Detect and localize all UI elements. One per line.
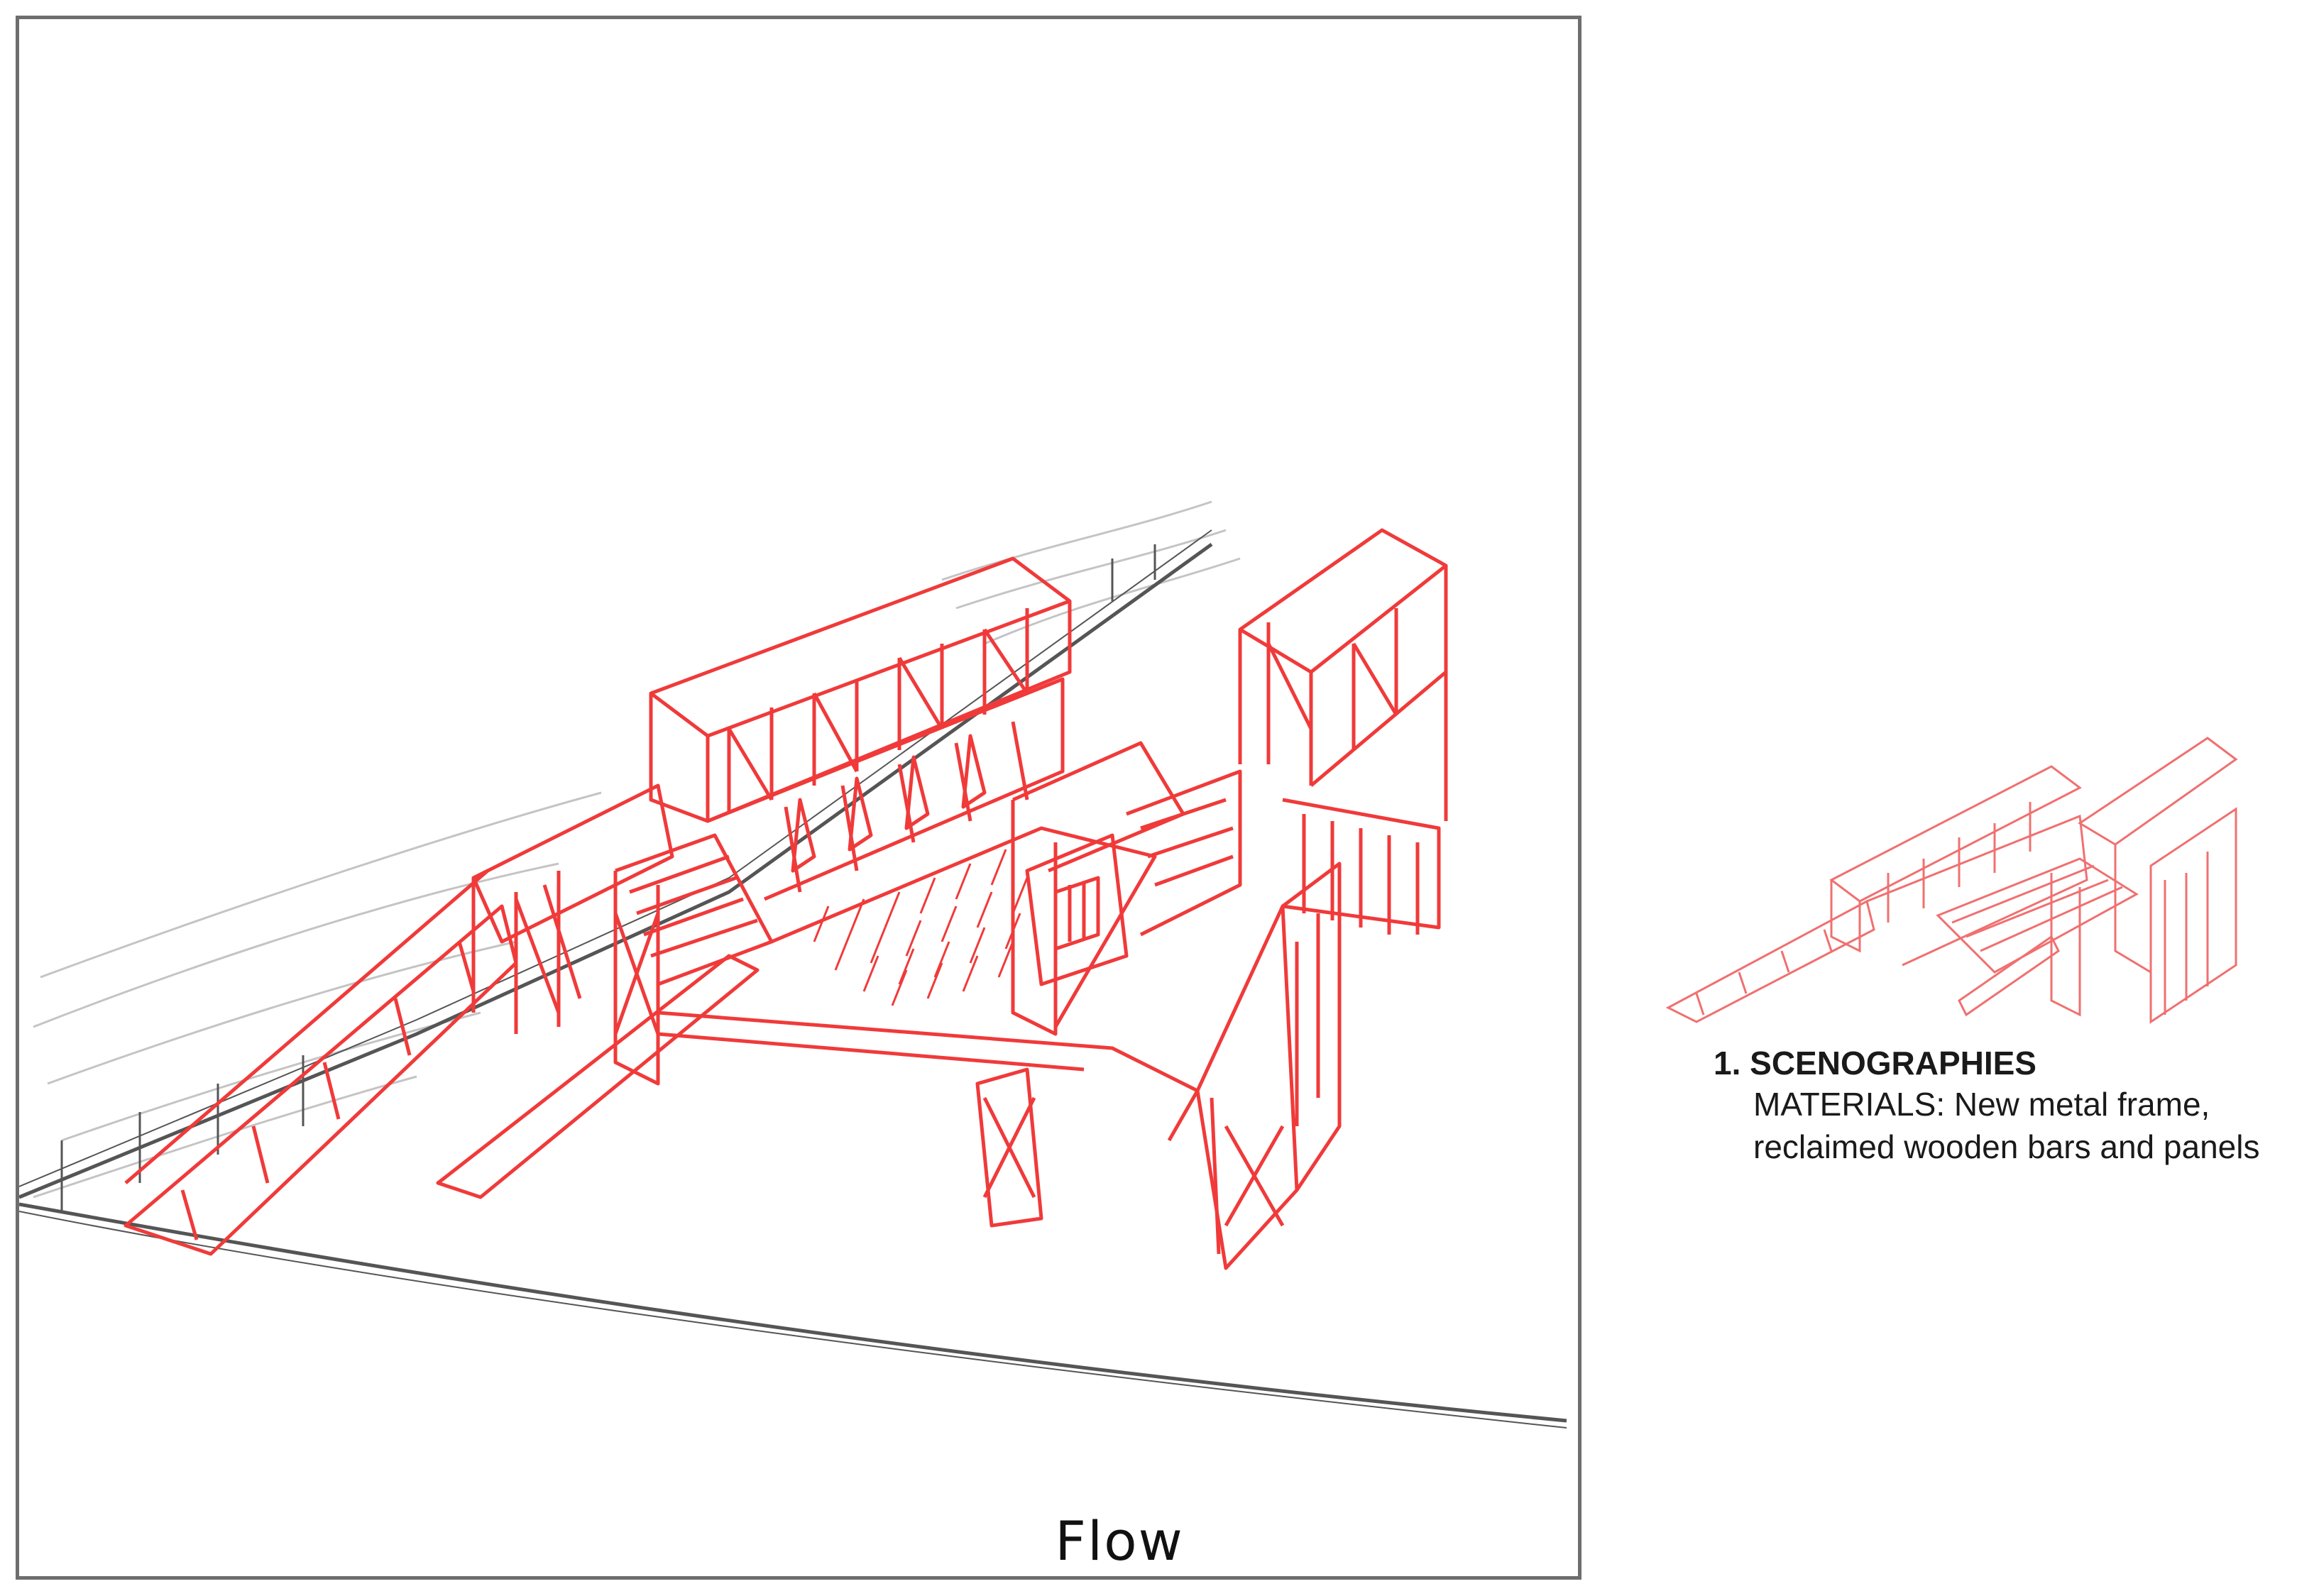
scaffold-structure [124,528,1448,1270]
sketch-label: Flow [1055,1509,1184,1573]
floor-hatch [813,849,1029,1006]
ground-lines [19,529,1567,1429]
sketch-panel: Flow [16,16,1581,1580]
caption-line: reclaimed wooden bars and panels [1753,1128,2260,1165]
river-hatching [33,500,1241,1199]
thumbnail-sketch [1665,737,2238,1024]
caption-line: MATERIALS: New metal frame, [1753,1086,2210,1123]
perspective-sketch [19,500,1567,1429]
caption-body: MATERIALS: New metal frame, reclaimed wo… [1714,1083,2259,1168]
caption-block: 1. SCENOGRAPHIES MATERIALS: New metal fr… [1714,1043,2259,1168]
caption-title: 1. SCENOGRAPHIES [1714,1045,2036,1082]
